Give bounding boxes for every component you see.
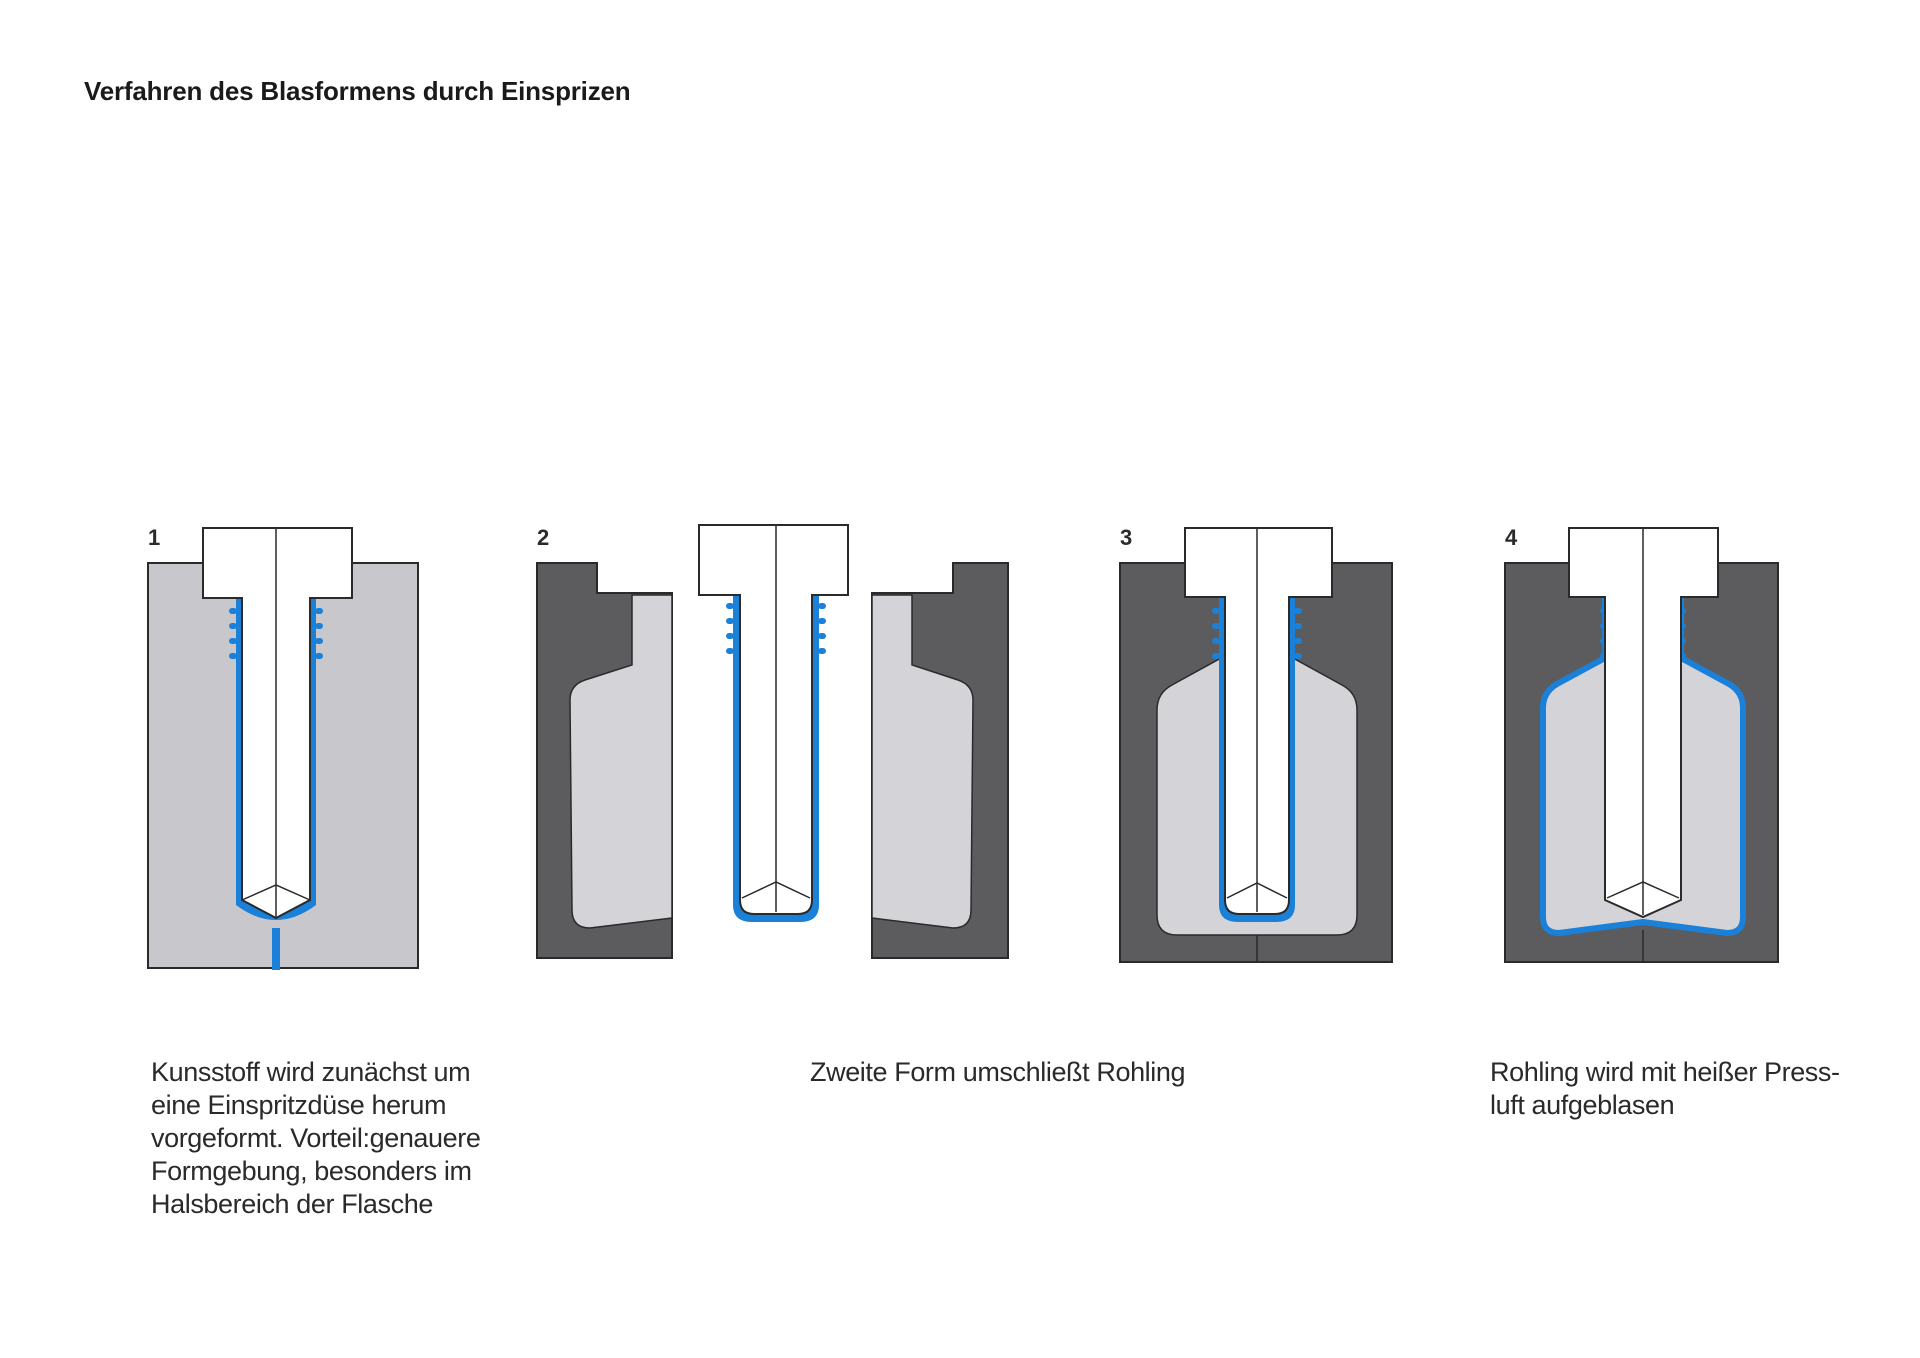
step-1-number: 1 (148, 525, 160, 550)
step-2-right-cavity (871, 594, 974, 929)
step-1-core-pin (202, 527, 353, 920)
caption-step-4: Rohling wird mit heißer Press- luft aufg… (1490, 1056, 1840, 1122)
step-3-core-pin (1184, 527, 1333, 915)
step-1-neck-threads (229, 608, 323, 659)
step-2-left-cavity (569, 594, 673, 929)
caption-line: eine Einspritzdüse herum (151, 1090, 447, 1120)
step-2-number: 2 (537, 525, 549, 550)
caption-line: Rohling wird mit heißer Press- (1490, 1057, 1840, 1087)
step-2-core-pin (698, 524, 849, 915)
step-3-neck-threads (1212, 608, 1302, 659)
page-title: Verfahren des Blasformens durch Einspriz… (84, 76, 631, 106)
caption-line: luft aufgeblasen (1490, 1090, 1675, 1120)
caption-line: Halsbereich der Flasche (151, 1189, 433, 1219)
caption-line: vorgeformt. Vorteil:genauere (151, 1123, 481, 1153)
step-4-number: 4 (1505, 525, 1518, 550)
step-1-injection-nozzle (272, 928, 280, 970)
step-3-illustration: 3 (1119, 525, 1393, 963)
step-4-illustration: 4 (1504, 525, 1779, 963)
caption-line: Zweite Form umschließt Rohling (810, 1057, 1186, 1087)
caption-line: Kunsstoff wird zunächst um (151, 1057, 471, 1087)
step-2-illustration: 2 (536, 524, 1009, 959)
caption-step-2: Zweite Form umschließt Rohling (810, 1056, 1186, 1089)
caption-line: Formgebung, besonders im (151, 1156, 472, 1186)
caption-step-1: Kunsstoff wird zunächst um eine Einsprit… (151, 1056, 481, 1221)
step-2-neck-threads (726, 603, 826, 654)
step-1-illustration: 1 (147, 525, 419, 970)
step-3-number: 3 (1120, 525, 1132, 550)
